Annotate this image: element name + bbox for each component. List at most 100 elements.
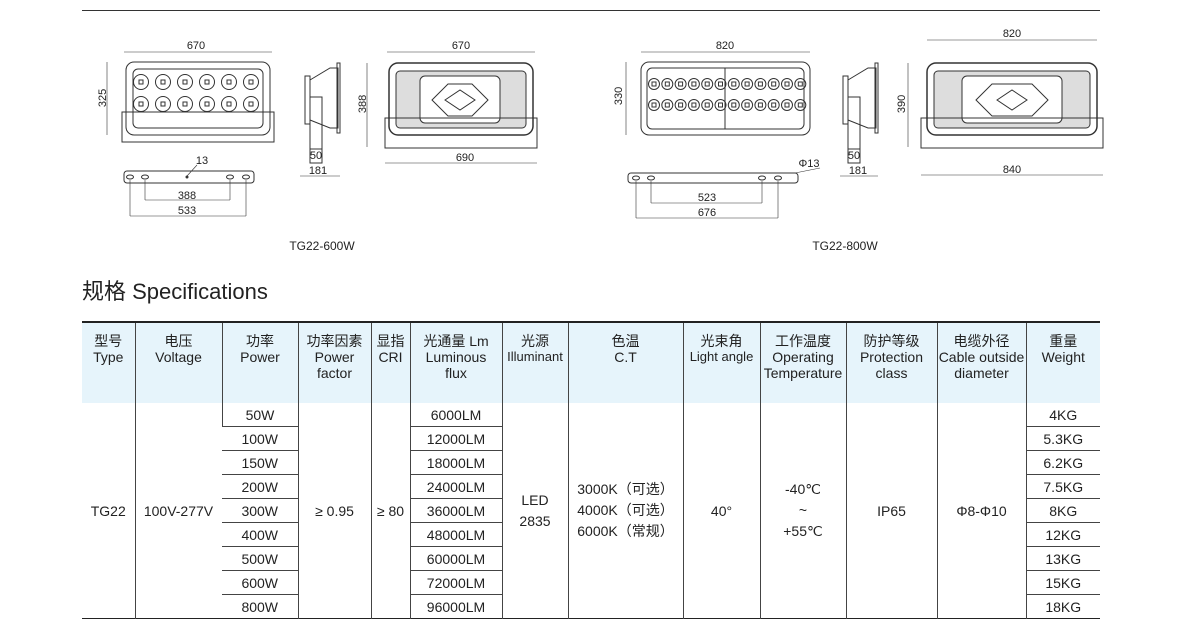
cell-power-text: 50W (245, 406, 275, 423)
cell-angle-text: 40° (710, 502, 733, 519)
led-chip (757, 102, 763, 108)
led-lens (221, 74, 237, 90)
led-chip (226, 79, 232, 85)
cell-temp: -40℃~+55℃ (759, 403, 846, 619)
dim-front-width: 820 (716, 40, 734, 52)
cell-power: 50W (221, 403, 298, 427)
cell-flux-text: 96000LM (426, 598, 486, 615)
led-lens (741, 78, 754, 90)
column-header-line: 色温 (611, 333, 640, 349)
cell-power-text: 800W (241, 598, 279, 615)
led-lens (648, 78, 660, 90)
dim-bracket-inner: 388 (178, 190, 196, 202)
led-lens (741, 99, 754, 111)
dim-front-height: 330 (613, 87, 625, 105)
cell-power-text: 400W (241, 526, 279, 543)
cell-power-factor: ≥ 0.95 (297, 403, 371, 619)
drawing-600w: 670 325 13 388 533 (97, 40, 538, 217)
column-header-line: C.T (614, 349, 637, 365)
cell-weight-text: 8KG (1049, 502, 1078, 519)
column-header-line: Voltage (155, 349, 202, 365)
led-chip (744, 102, 750, 108)
cell-cri-text: ≥ 80 (376, 502, 405, 519)
dim-side-bracket: 50 (310, 150, 322, 162)
cell-voltage-text: 100V-277V (143, 502, 214, 519)
cell-weight-text: 7.5KG (1043, 478, 1084, 495)
led-lens (687, 78, 700, 90)
column-header-line: Weight (1041, 349, 1085, 365)
led-chip (138, 101, 144, 107)
column-header-line: CRI (378, 349, 403, 365)
led-lens (727, 99, 740, 111)
table-row: 300W 36000LM 8KG (82, 498, 1100, 523)
cell-power-text: 300W (241, 502, 279, 519)
cell-ip-text: IP65 (877, 502, 906, 519)
led-chip (744, 81, 750, 87)
column-header-line: flux (445, 365, 467, 381)
column-header-line: Illuminant (507, 349, 563, 364)
led-chip (691, 102, 697, 108)
led-chip (678, 102, 684, 108)
led-lens (727, 78, 740, 90)
cell-flux-text: 36000LM (426, 502, 486, 519)
dim-back-width: 670 (452, 40, 470, 52)
column-header-line: 重量 (1049, 333, 1078, 349)
cell-flux: 72000LM (409, 570, 502, 595)
back-view-600w: 670 388 690 (357, 40, 538, 164)
led-chip (651, 102, 657, 108)
cell-flux-text: 18000LM (426, 454, 486, 471)
led-chip (797, 81, 803, 87)
column-header-line: 工作温度 (775, 333, 831, 349)
led-lens (155, 74, 171, 90)
cell-weight: 5.3KG (1025, 426, 1100, 451)
cell-type: TG22 (82, 403, 135, 619)
cell-power-text: 600W (241, 574, 279, 591)
dim-back-width: 820 (1003, 28, 1021, 40)
column-header-line: 功率 (246, 333, 274, 349)
cell-flux-text: 60000LM (426, 550, 486, 567)
cell-flux: 96000LM (409, 594, 502, 619)
table-row: 100W 12000LM 5.3KG (82, 426, 1100, 451)
cell-power-text: 150W (241, 454, 279, 471)
cell-power: 100W (222, 426, 298, 451)
led-lens (701, 99, 714, 111)
column-header-line: 型号 (94, 333, 123, 349)
led-chip (784, 81, 790, 87)
led-lens (714, 99, 727, 111)
cell-power: 200W (222, 474, 298, 499)
cell-weight: 4KG (1025, 403, 1100, 427)
cell-weight-text: 12KG (1045, 526, 1082, 543)
column-header-line: Light angle (689, 349, 754, 364)
cell-power: 500W (222, 546, 298, 571)
led-chip (664, 102, 670, 108)
led-chip (731, 81, 737, 87)
cell-ct-text: 6000K（常规） (577, 523, 674, 539)
cell-flux-text: 72000LM (426, 574, 486, 591)
column-header-line: Operating (772, 349, 834, 365)
table-row: 600W 72000LM 15KG (82, 570, 1100, 595)
cell-flux: 6000LM (409, 403, 502, 427)
cell-power-text: 500W (241, 550, 279, 567)
cell-flux: 60000LM (409, 546, 502, 571)
cell-weight-text: 5.3KG (1043, 430, 1084, 447)
column-header-line: 电压 (164, 333, 193, 349)
cell-flux: 12000LM (409, 426, 502, 451)
column-header-line: class (875, 365, 908, 381)
led-chip (704, 102, 710, 108)
column-header-line: diameter (954, 365, 1009, 381)
dim-back-height: 390 (896, 95, 908, 113)
cell-weight-text: 15KG (1045, 574, 1082, 591)
cell-flux: 36000LM (409, 498, 502, 523)
led-lens (767, 99, 780, 111)
led-lens (781, 78, 793, 90)
